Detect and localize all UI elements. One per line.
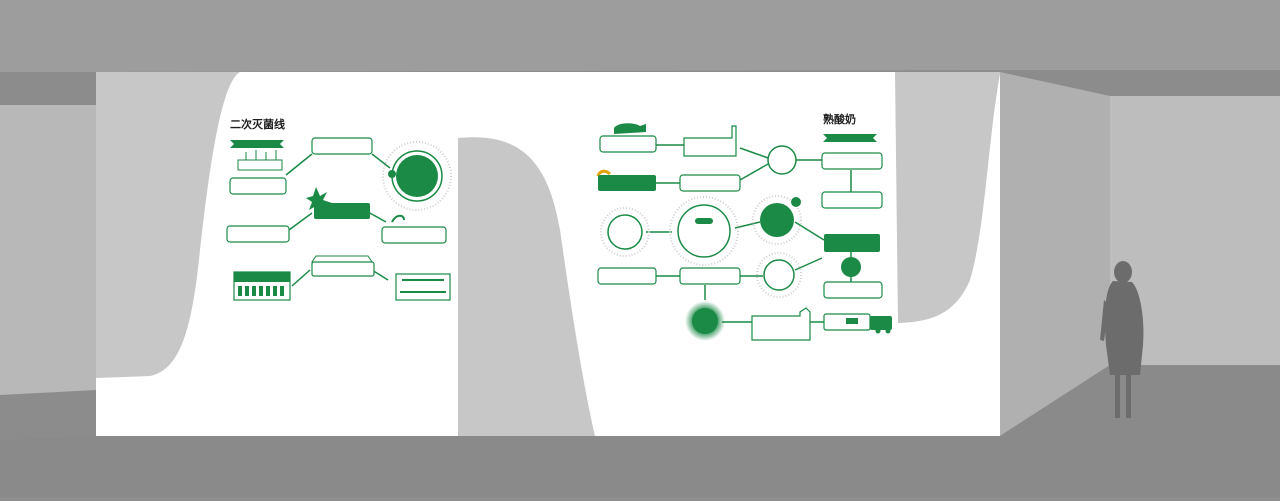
right-connectors — [646, 144, 852, 323]
left-dotted-ring — [382, 141, 452, 211]
ceiling — [0, 0, 1280, 72]
right-node-7 — [821, 191, 883, 209]
left-node-2 — [311, 137, 373, 155]
flame-icon — [596, 169, 612, 177]
left-panel-title: 二次灭菌线 — [230, 117, 285, 131]
left-node-7 — [311, 261, 375, 277]
left-node-8 — [234, 272, 290, 282]
swirl-icon — [391, 214, 405, 223]
conveyor-icon — [400, 279, 446, 293]
right-node-18 — [751, 307, 811, 341]
right-node-16 — [823, 281, 883, 299]
left-corridor-wall — [0, 105, 96, 395]
right-panel: 熟酸奶 — [596, 112, 892, 341]
right-swoosh — [895, 72, 1000, 323]
cow-icon — [614, 123, 646, 134]
left-swoosh — [96, 72, 240, 378]
r9-dotted-ring — [669, 196, 739, 266]
right-node-6 — [679, 174, 741, 192]
left-node-4 — [314, 203, 370, 219]
conveyor-panel — [395, 273, 451, 301]
left-node-5 — [226, 225, 290, 243]
r8-dotted-ring — [600, 207, 650, 257]
right-node-12 — [841, 257, 861, 277]
leaf-icon — [306, 187, 332, 214]
right-node-4 — [821, 152, 883, 170]
right-panel-title: 熟酸奶 — [823, 112, 856, 126]
left-connectors — [285, 153, 391, 287]
left-node-6 — [381, 226, 447, 244]
right-side-wall — [1000, 72, 1110, 436]
person-silhouette — [1100, 261, 1144, 418]
right-panel-banner — [823, 134, 877, 142]
center-swoosh — [458, 137, 595, 436]
r9-pill — [695, 218, 713, 224]
right-node-8 — [607, 214, 643, 250]
right-node-14 — [679, 267, 741, 285]
right-node-3 — [767, 145, 797, 175]
right-node-2 — [683, 125, 737, 157]
left-node-1 — [229, 177, 287, 195]
left-panel: 二次灭菌线 — [226, 117, 452, 301]
factory-icon — [237, 150, 283, 171]
truck-icon — [823, 313, 892, 334]
bottle-icons — [238, 286, 284, 296]
right-node-1 — [599, 135, 657, 153]
drop-icon — [791, 197, 801, 207]
r10-dotted-ring — [752, 195, 802, 245]
floor — [0, 365, 1280, 497]
right-node-5 — [598, 175, 656, 191]
right-node-11 — [824, 234, 880, 252]
right-node-13 — [597, 267, 657, 285]
right-corridor-wall — [1110, 96, 1280, 365]
right-node-9 — [677, 204, 731, 258]
left-circle-dot — [388, 170, 396, 178]
right-node-10 — [760, 203, 794, 237]
right-node-17 — [692, 308, 718, 334]
right-node-15 — [763, 259, 795, 291]
r15-dotted-ring — [756, 252, 802, 298]
left-panel-banner — [230, 140, 284, 148]
left-big-circle — [396, 155, 438, 197]
